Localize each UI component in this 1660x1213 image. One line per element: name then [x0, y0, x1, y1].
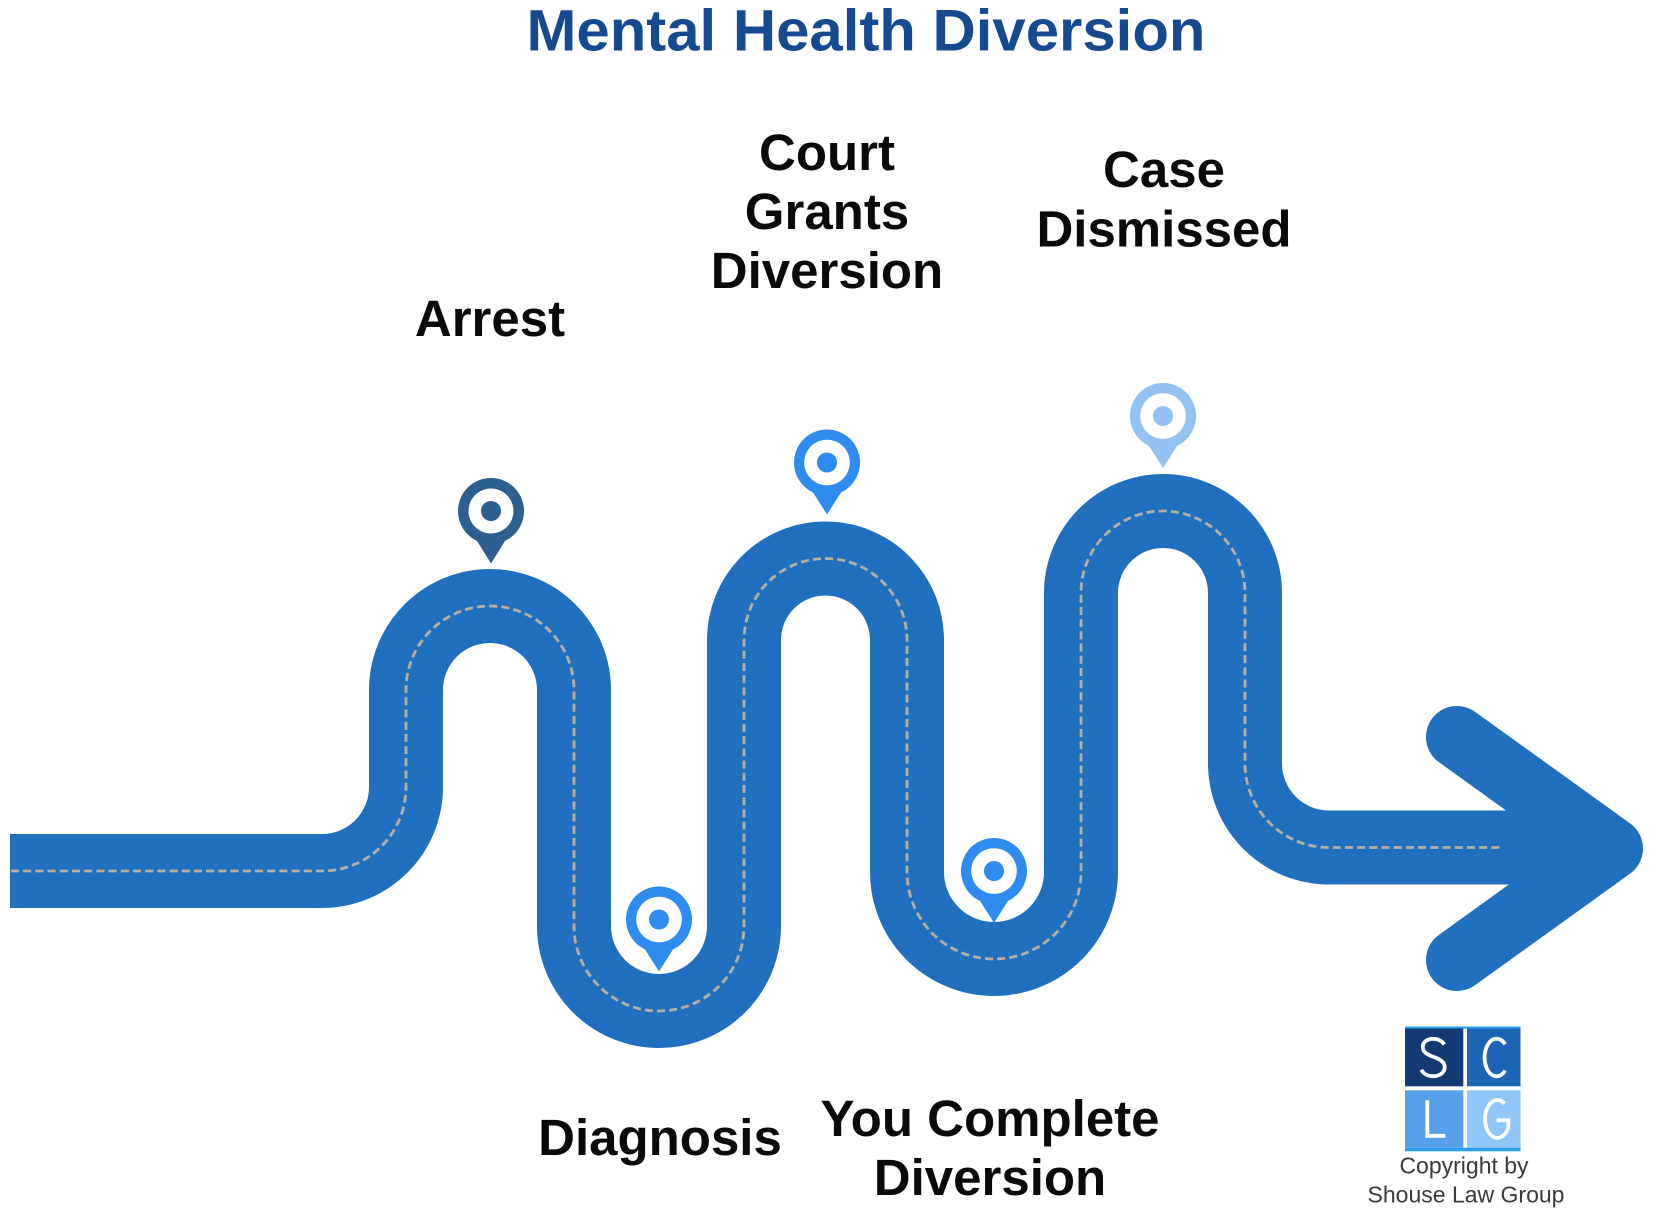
svg-text:Dismissed: Dismissed	[1036, 201, 1291, 258]
svg-text:Copyright by: Copyright by	[1399, 1153, 1529, 1179]
svg-text:Diagnosis: Diagnosis	[538, 1109, 782, 1166]
svg-text:Arrest: Arrest	[415, 290, 565, 347]
svg-text:Court: Court	[759, 124, 895, 181]
svg-text:Diversion: Diversion	[874, 1149, 1106, 1206]
svg-text:Case: Case	[1103, 141, 1225, 198]
svg-text:Shouse Law Group: Shouse Law Group	[1368, 1182, 1565, 1208]
svg-text:You Complete: You Complete	[820, 1090, 1159, 1147]
svg-text:Grants: Grants	[745, 183, 909, 240]
svg-text:Diversion: Diversion	[711, 242, 943, 299]
svg-text:Mental Health Diversion: Mental Health Diversion	[527, 0, 1206, 64]
